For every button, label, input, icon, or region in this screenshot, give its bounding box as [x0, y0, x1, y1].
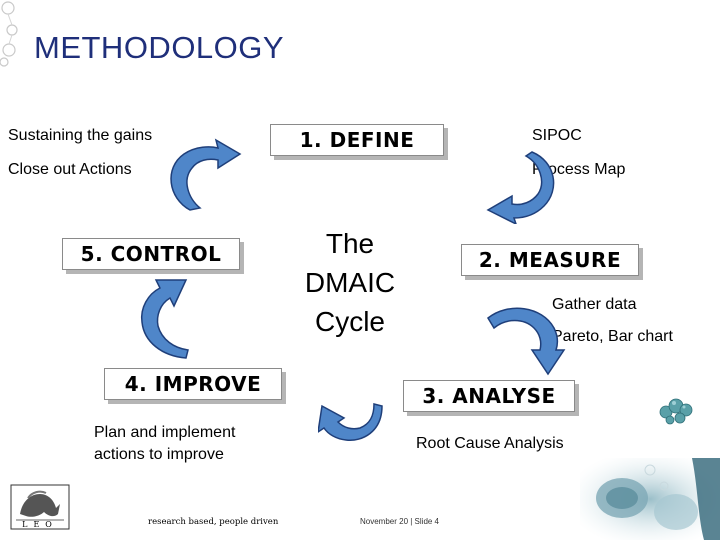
arrow-measure-to-analyse-icon	[487, 307, 566, 376]
dmaic-cycle-label: The DMAIC Cycle	[288, 224, 412, 341]
arrow-analyse-to-improve-icon	[318, 403, 383, 441]
corner-decorative-image	[580, 458, 720, 540]
note-gather-data: Gather data	[552, 296, 637, 313]
phase-measure-box: 2. MEASURE	[461, 244, 639, 276]
phase-define-box: 1. DEFINE	[270, 124, 444, 156]
center-line-3: Cycle	[314, 306, 385, 337]
center-line-2: DMAIC	[304, 267, 396, 298]
note-root-cause-analysis: Root Cause Analysis	[416, 435, 564, 452]
note-process-map: Process Map	[532, 161, 626, 178]
arrow-improve-to-control-icon	[140, 279, 189, 359]
arrow-define-to-measure-icon	[486, 151, 555, 224]
note-plan-implement: Plan and implement actions to improve	[94, 424, 236, 463]
page-title: METHODOLOGY	[34, 30, 285, 65]
note-sustaining-gains: Sustaining the gains	[8, 127, 153, 144]
footer-date-slide: November 20 | Slide 4	[360, 517, 440, 526]
phase-analyse-box: 3. ANALYSE	[403, 380, 575, 412]
molecule-icon	[659, 398, 693, 425]
phase-control-box: 5. CONTROL	[62, 238, 240, 270]
footer-tagline: research based, people driven	[148, 517, 279, 527]
arrow-control-to-define-icon	[170, 138, 242, 211]
note-pareto-bar-chart: Pareto, Bar chart	[552, 328, 673, 345]
center-line-1: The	[325, 228, 375, 259]
leo-logo-icon: LEO	[10, 484, 70, 530]
note-sipoc: SIPOC	[532, 127, 582, 144]
logo-text: LEO	[22, 520, 58, 529]
decorative-circles	[0, 1, 18, 67]
phase-improve-box: 4. IMPROVE	[104, 368, 282, 400]
note-close-out-actions: Close out Actions	[8, 161, 132, 178]
